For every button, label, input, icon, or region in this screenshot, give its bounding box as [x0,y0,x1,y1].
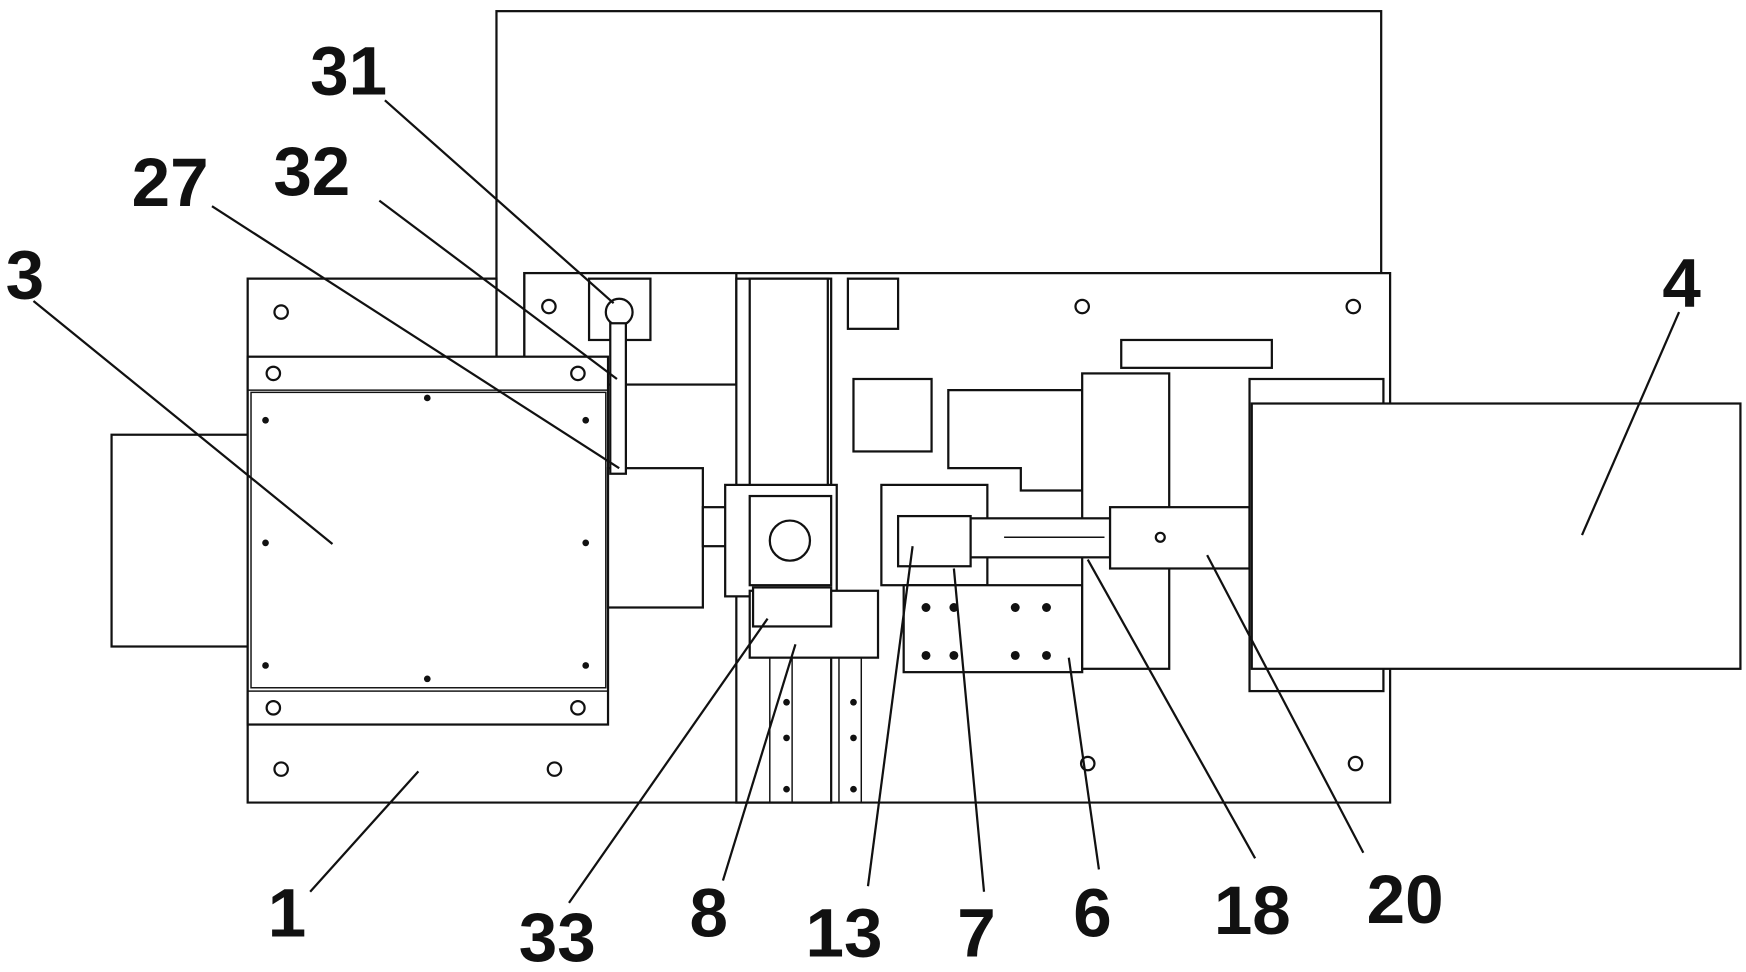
label-27: 27 [132,143,209,221]
label-4: 4 [1662,244,1701,322]
lever-32 [610,323,626,473]
spindle-13 [898,516,971,566]
plate-6 [904,585,1083,672]
cylinder [853,379,931,451]
column-head [750,279,828,496]
label-1: 1 [268,873,306,951]
connector-20 [1110,507,1249,568]
label-31: 31 [310,32,387,110]
label-8: 8 [689,873,727,951]
label-33: 33 [519,898,596,972]
label-32: 32 [273,132,350,210]
cylinder-4 [1252,404,1741,669]
block-33 [753,587,831,626]
clamp-bore [770,521,810,561]
label-13: 13 [806,893,883,971]
motor-3 [248,357,608,725]
label-6: 6 [1073,873,1111,951]
sensor-block [848,279,898,329]
scale-bar [1121,340,1272,368]
coupling [608,468,703,607]
lever-pivot [606,299,633,326]
label-18: 18 [1214,871,1291,949]
label-7: 7 [957,893,995,971]
label-20: 20 [1367,860,1444,938]
label-3: 3 [6,236,44,314]
motor-body [112,435,251,647]
